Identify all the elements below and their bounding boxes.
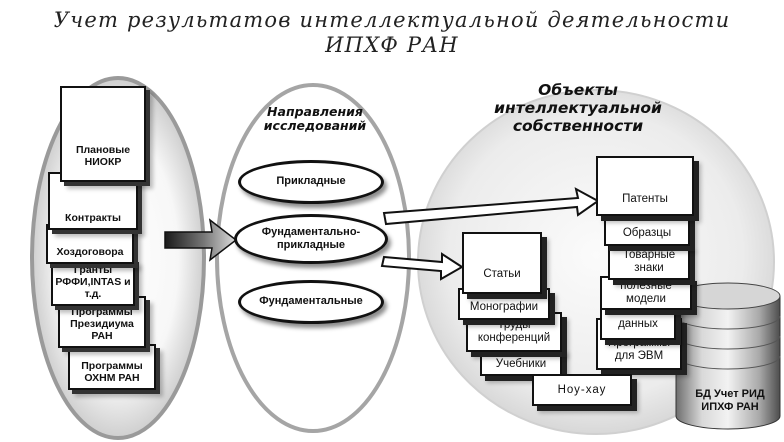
object-utility-label: полезные модели [620,280,672,305]
source-contracts-label: Контракты [65,211,121,224]
direction-fundamental: Фундаментальные [238,280,384,324]
source-hozdog-label: Хоздоговора [56,245,124,258]
source-ohnm: Программы ОХНМ РАН [68,344,156,390]
object-trademarks-label: Товарные знаки [622,249,676,274]
direction-applied-label: Прикладные [276,175,346,188]
direction-fundapplied-label: Фундаментально-прикладные [261,225,361,251]
diagram-title: Учет результатов интеллектуальной деятел… [53,8,731,32]
source-grants-label: Гранты РФФИ,INTAS и т.д. [55,263,131,300]
source-ohnm-label: Программы ОХНМ РАН [81,359,143,384]
source-grants: Гранты РФФИ,INTAS и т.д. [51,258,135,306]
direction-fundamental-label: Фундаментальные [259,295,363,308]
object-articles-label: Статьи [483,267,521,280]
object-samples: Образцы [604,216,690,246]
object-patents-label: Патенты [622,192,668,205]
source-hozdog: Хоздоговора [46,224,134,264]
objects-heading: Объекты интеллектуальной собственности [494,81,662,135]
sources-to-directions-arrow [164,218,238,262]
object-knowhow: Ноу-хау [532,374,632,406]
object-software-label: Программы для ЭВМ [607,337,671,362]
object-patents: Патенты [596,156,694,216]
direction-fundapplied: Фундаментально-прикладные [234,214,388,264]
database-label: БД Учет РИД ИПХФ РАН [695,388,765,414]
object-monographs-label: Монографии [469,300,539,313]
object-utility: полезные модели [600,276,692,310]
directions-heading: Направления исследований [263,104,367,134]
direction-applied: Прикладные [238,160,384,204]
object-textbooks-label: Учебники [495,357,547,370]
source-plan: Плановые НИОКР [60,86,146,182]
to-patents-arrow [382,187,600,226]
to-articles-arrow [380,252,464,281]
object-trademarks: Товарные знаки [608,244,690,280]
diagram-subtitle: ИПХФ РАН [325,33,459,57]
source-plan-label: Плановые НИОКР [75,143,131,168]
object-articles: Статьи [462,232,542,294]
object-proceedings-label: Труды конференций [477,319,551,344]
source-presid-label: Программы Президиума РАН [70,305,134,342]
object-samples-label: Образцы [622,226,672,239]
object-knowhow-label: Ноу-хау [557,383,607,396]
